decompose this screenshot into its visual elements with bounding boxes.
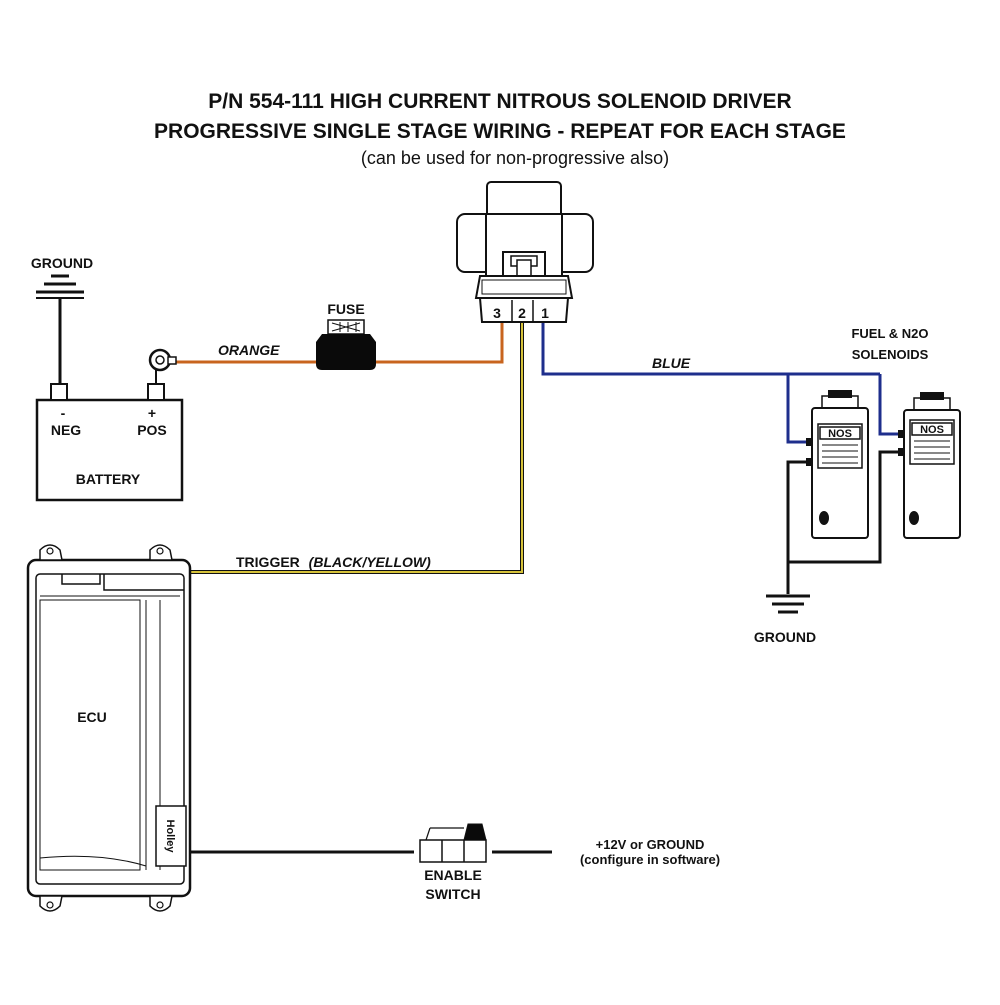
- title-line-3: (can be used for non-progressive also): [361, 148, 669, 168]
- battery-pos-label: POS: [137, 422, 167, 438]
- fuse-label: FUSE: [327, 301, 364, 317]
- blue-wire: [541, 318, 904, 444]
- battery-neg-label: NEG: [51, 422, 81, 438]
- title-line-2: PROGRESSIVE SINGLE STAGE WIRING - REPEAT…: [154, 120, 846, 143]
- trigger-wire: [190, 318, 524, 574]
- battery-neg-sign: -: [61, 405, 66, 421]
- battery-label: BATTERY: [76, 471, 141, 487]
- ecu: [26, 544, 192, 912]
- solenoids-label-line-2: SOLENOIDS: [852, 347, 929, 362]
- battery-pos-sign: +: [148, 405, 156, 421]
- connector-pin-1: 1: [541, 305, 549, 321]
- enable-output-label-line-1: +12V or GROUND: [596, 837, 705, 852]
- n2o-solenoid: [898, 392, 961, 539]
- fuse-icon: [316, 319, 376, 370]
- trigger-wire-label: TRIGGER (BLACK/YELLOW): [236, 554, 431, 570]
- trigger-label-prefix: TRIGGER: [236, 554, 300, 570]
- n2o-solenoid-badge: NOS: [920, 424, 944, 436]
- enable-switch-label-line-1: ENABLE: [424, 867, 482, 883]
- fuel-solenoid-badge: NOS: [828, 428, 852, 440]
- battery-ground-icon: [36, 274, 84, 299]
- battery: [35, 370, 184, 502]
- ring-terminal-icon: [148, 348, 177, 372]
- enable-switch-label-line-2: SWITCH: [425, 886, 480, 902]
- solenoid-ground-icon: [766, 594, 810, 614]
- blue-wire-label: BLUE: [652, 355, 691, 371]
- fuel-solenoid: [806, 390, 869, 539]
- solenoid-ground-wire: [786, 450, 904, 594]
- connector-pin-3: 3: [493, 305, 501, 321]
- solenoids-label-line-1: FUEL & N2O: [851, 326, 928, 341]
- orange-wire-label: ORANGE: [218, 342, 280, 358]
- ecu-label: ECU: [77, 709, 107, 725]
- title-line-1: P/N 554-111 HIGH CURRENT NITROUS SOLENOI…: [208, 90, 791, 113]
- connector-pin-2: 2: [518, 305, 526, 321]
- enable-output-label-line-2: (configure in software): [580, 852, 720, 867]
- orange-wire: [170, 318, 504, 364]
- trigger-label-color: (BLACK/YELLOW): [309, 554, 431, 570]
- enable-switch-icon: [419, 823, 487, 863]
- solenoid-driver-module: [456, 181, 594, 323]
- battery-ground-label: GROUND: [31, 255, 93, 271]
- ecu-brand-logo: Holley: [164, 819, 176, 853]
- solenoid-ground-label: GROUND: [754, 629, 816, 645]
